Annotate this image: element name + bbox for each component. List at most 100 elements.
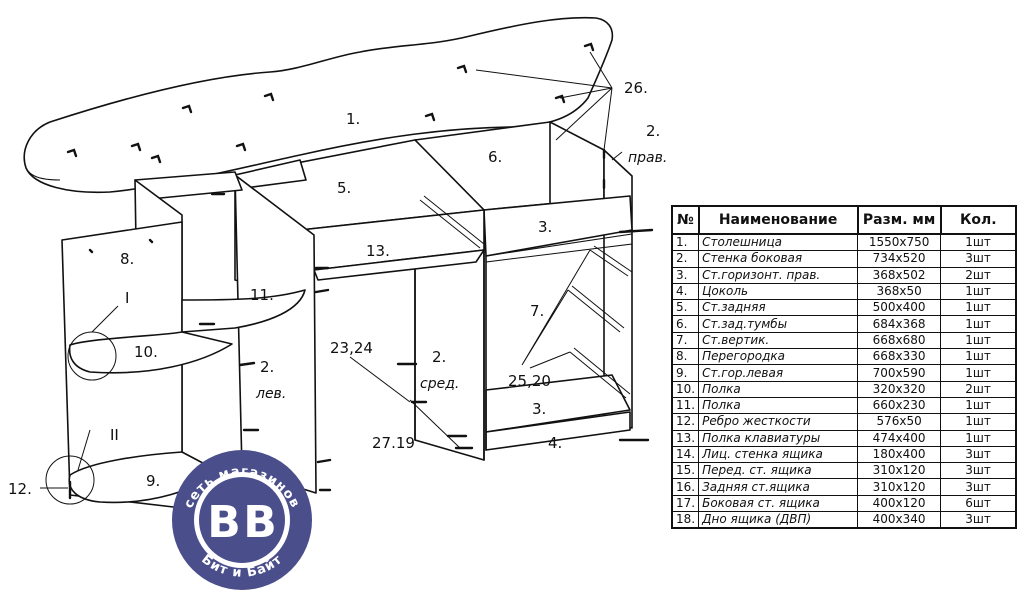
- cell-size: 400x120: [857, 494, 942, 513]
- callout-1: 1.: [346, 110, 360, 128]
- cell-name: Полка клавиатуры: [698, 429, 859, 447]
- cell-size: 368x50: [857, 282, 942, 301]
- cell-quantity: 1шт: [940, 282, 1017, 301]
- store-logo: сеть магазинов Бит и Байт B B и: [172, 450, 312, 590]
- leader-lines: [40, 51, 623, 489]
- callout-9: 9.: [146, 472, 160, 490]
- cell-size: 368x502: [857, 266, 942, 284]
- cell-number: 8.: [671, 348, 700, 366]
- column-header-number: №: [671, 205, 700, 235]
- column-header-size: Разм. мм: [856, 205, 942, 235]
- cell-name: Ст.зад.тумбы: [698, 315, 859, 333]
- cell-quantity: 1шт: [940, 315, 1017, 333]
- callout-roman-1: I: [125, 289, 129, 307]
- cell-size: 500x400: [857, 299, 942, 317]
- callout-26: 26.: [624, 79, 648, 97]
- cell-quantity: 1шт: [940, 348, 1017, 366]
- callout-27-19: 27.19: [372, 434, 415, 452]
- cell-name: Стенка боковая: [698, 250, 859, 268]
- cell-name: Ст.гор.левая: [698, 364, 859, 382]
- callout-11: 11.: [250, 286, 274, 304]
- callout-3-bottom: 3.: [532, 400, 546, 418]
- cell-size: 668x680: [857, 331, 942, 350]
- cell-quantity: 3шт: [940, 445, 1017, 464]
- callout-roman-2: II: [110, 426, 119, 444]
- fastener-hardware: [210, 192, 474, 450]
- cell-size: 180x400: [857, 445, 942, 464]
- cell-number: 10.: [671, 380, 700, 398]
- cell-name: Лиц. стенка ящика: [698, 445, 859, 464]
- cell-quantity: 2шт: [940, 266, 1017, 284]
- column-header-name: Наименование: [697, 205, 859, 235]
- callout-25-20: 25,20: [508, 372, 551, 390]
- cell-number: 5.: [671, 299, 700, 317]
- cell-quantity: 1шт: [940, 331, 1017, 350]
- logo-monogram-center: и: [237, 514, 247, 530]
- callout-4: 4.: [548, 434, 562, 452]
- callout-2-left: 2.: [260, 358, 274, 376]
- cell-size: 684x368: [857, 315, 942, 333]
- callout-2-left-note: лев.: [255, 386, 286, 402]
- cell-name: Ст.вертик.: [698, 331, 859, 350]
- cell-size: 1550x750: [857, 233, 942, 252]
- cell-number: 12.: [671, 413, 700, 431]
- cell-name: Столешница: [698, 233, 859, 252]
- cell-size: 734x520: [857, 250, 942, 268]
- cell-quantity: 6шт: [940, 494, 1017, 513]
- cell-number: 9.: [671, 364, 700, 382]
- cell-quantity: 1шт: [940, 429, 1017, 447]
- callout-13: 13.: [366, 242, 390, 260]
- right-cabinet: [414, 121, 654, 461]
- logo-monogram-right: B: [243, 497, 277, 548]
- cell-number: 4.: [671, 282, 700, 301]
- cell-number: 13.: [671, 429, 700, 447]
- column-header-quantity: Кол.: [939, 205, 1018, 235]
- cell-number: 17.: [671, 494, 700, 513]
- cell-quantity: 1шт: [940, 396, 1017, 415]
- cell-number: 16.: [671, 478, 700, 496]
- cell-number: 6.: [671, 315, 700, 333]
- tabletop-part: [23, 16, 614, 194]
- parts-specification-table: № Наименование Разм. мм Кол. 1.Столешниц…: [671, 205, 1018, 530]
- callout-labels: 1. 26. 2. прав. 6. 5. 3. 13. 8. I 11. 10…: [8, 79, 667, 498]
- logo-monogram-left: B: [207, 497, 241, 548]
- cell-number: 15.: [671, 462, 700, 480]
- cell-size: 668x330: [857, 348, 942, 366]
- cell-name: Перед. ст. ящика: [698, 462, 859, 480]
- cell-size: 474x400: [857, 429, 942, 447]
- cell-size: 700x590: [857, 364, 942, 382]
- cell-quantity: 1шт: [940, 413, 1017, 431]
- callout-5: 5.: [337, 179, 351, 197]
- cell-size: 400x340: [857, 511, 942, 529]
- cell-number: 18.: [671, 511, 700, 529]
- callout-23-24: 23,24: [330, 339, 373, 357]
- callout-12: 12.: [8, 480, 32, 498]
- callout-6: 6.: [488, 148, 502, 166]
- cell-size: 660x230: [857, 396, 942, 415]
- cell-size: 576x50: [857, 413, 942, 431]
- cell-name: Ст.горизонт. прав.: [698, 266, 859, 284]
- cell-number: 2.: [671, 250, 700, 268]
- cell-name: Ребро жесткости: [698, 413, 859, 431]
- cell-size: 310x120: [857, 478, 942, 496]
- cell-name: Ст.задняя: [698, 299, 859, 317]
- cell-quantity: 1шт: [940, 364, 1017, 382]
- cell-name: Задняя ст.ящика: [698, 478, 859, 496]
- cell-size: 310x120: [857, 462, 942, 480]
- cell-name: Перегородка: [698, 348, 859, 366]
- cell-quantity: 3шт: [940, 250, 1017, 268]
